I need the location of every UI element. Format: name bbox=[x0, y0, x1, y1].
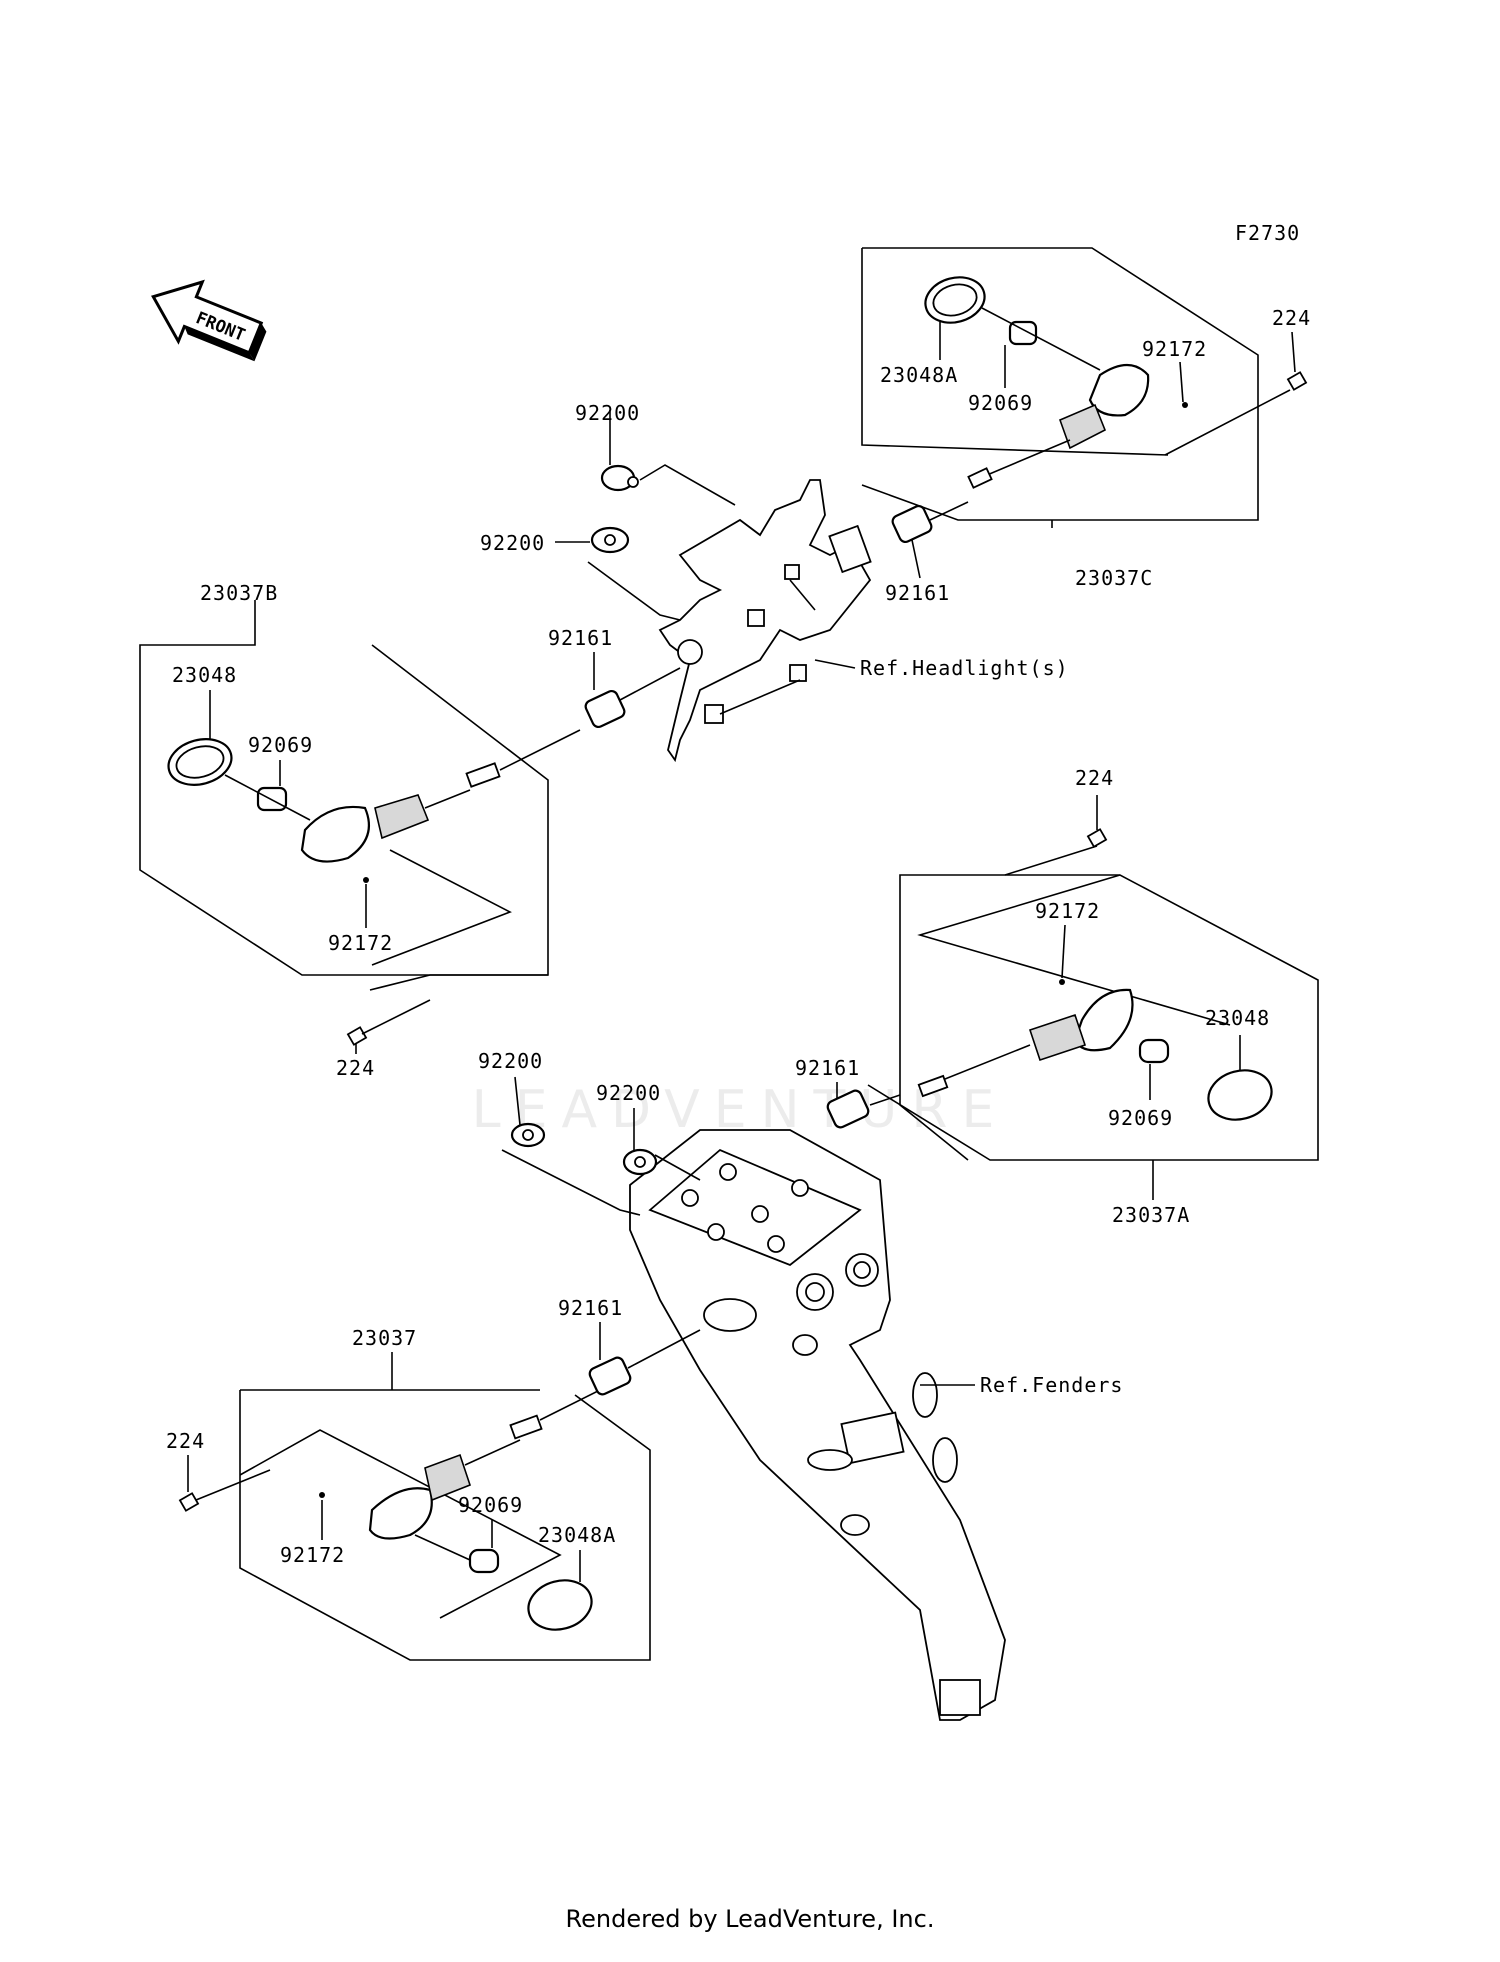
housing-lower-left bbox=[368, 1487, 433, 1540]
bolt-224-upper-left bbox=[346, 1026, 368, 1046]
footer-credit: Rendered by LeadVenture, Inc. bbox=[565, 1905, 935, 1933]
label-23048a-upper: 23048A bbox=[880, 363, 958, 387]
bolt-224-upper-right bbox=[1286, 371, 1308, 391]
lens-23048-lower-right bbox=[1207, 1069, 1273, 1121]
housing-upper-right bbox=[1088, 363, 1150, 417]
label-92172-lower-left: 92172 bbox=[280, 1543, 345, 1567]
lens-23048a-lower-left bbox=[527, 1579, 593, 1631]
label-92200-b: 92200 bbox=[480, 531, 545, 555]
label-23048-lower-right: 23048 bbox=[1205, 1006, 1270, 1030]
bulb-92069-lower-left bbox=[468, 1548, 500, 1574]
label-92172-upper-left: 92172 bbox=[328, 931, 393, 955]
label-92161-upper-right: 92161 bbox=[885, 581, 950, 605]
label-23048a-lower-left: 23048A bbox=[538, 1523, 616, 1547]
bulb-92069-upper-right bbox=[1008, 320, 1038, 346]
bulb-92069-lower-right bbox=[1138, 1038, 1170, 1064]
label-23037b: 23037B bbox=[200, 581, 278, 605]
label-92172-upper-right: 92172 bbox=[1142, 337, 1207, 361]
label-92200-a: 92200 bbox=[575, 401, 640, 425]
turn-signal-upper-right: 23048A 92069 92172 224 92161 23037C bbox=[861, 247, 1311, 605]
label-92200-d: 92200 bbox=[596, 1081, 661, 1105]
rear-fender-bracket: Ref.Fenders 92200 92200 bbox=[478, 1049, 1123, 1721]
label-92069-upper-left: 92069 bbox=[248, 733, 313, 757]
turn-signal-lower-right: 224 92172 92069 23048 23037A 92161 bbox=[795, 766, 1319, 1227]
label-224-upper-left: 224 bbox=[336, 1056, 375, 1080]
label-92069-lower-right: 92069 bbox=[1108, 1106, 1173, 1130]
ref-fenders-label: Ref.Fenders bbox=[980, 1373, 1123, 1397]
grommet-92161-lower-left bbox=[588, 1356, 632, 1396]
label-92161-upper-left: 92161 bbox=[548, 626, 613, 650]
grommet-92161-upper-left bbox=[584, 690, 626, 728]
label-92069-lower-left: 92069 bbox=[458, 1493, 523, 1517]
label-23037a: 23037A bbox=[1112, 1203, 1190, 1227]
label-92200-c: 92200 bbox=[478, 1049, 543, 1073]
label-23037c: 23037C bbox=[1075, 566, 1153, 590]
turn-signal-lower-left: 23037 224 92172 92069 bbox=[166, 1296, 701, 1661]
label-23037: 23037 bbox=[352, 1326, 417, 1350]
label-224-lower-left: 224 bbox=[166, 1429, 205, 1453]
turn-signal-upper-left: 23037B 23048 92069 92172 92161 bbox=[139, 581, 681, 1080]
front-arrow-icon: FRONT bbox=[151, 279, 267, 362]
bolt-224-lower-left bbox=[178, 1492, 200, 1512]
label-92161-lower-left: 92161 bbox=[558, 1296, 623, 1320]
ref-headlight-label: Ref.Headlight(s) bbox=[860, 656, 1069, 680]
grommet-92161-lower-right bbox=[826, 1089, 870, 1129]
diagram-code: F2730 bbox=[1235, 221, 1300, 245]
label-23048-upper-left: 23048 bbox=[172, 663, 237, 687]
label-92161-lower-right: 92161 bbox=[795, 1056, 860, 1080]
grommet-92161-upper-right bbox=[891, 505, 933, 543]
label-224-upper-right: 224 bbox=[1272, 306, 1311, 330]
label-224-lower-right: 224 bbox=[1075, 766, 1114, 790]
label-92172-lower-right: 92172 bbox=[1035, 899, 1100, 923]
housing-upper-left bbox=[300, 805, 370, 863]
housing-lower-right bbox=[1073, 988, 1134, 1052]
headlight-bracket: Ref.Headlight(s) 92200 92200 bbox=[480, 401, 1069, 763]
label-92069-upper-right: 92069 bbox=[968, 391, 1033, 415]
bolt-224-lower-right bbox=[1086, 828, 1108, 848]
